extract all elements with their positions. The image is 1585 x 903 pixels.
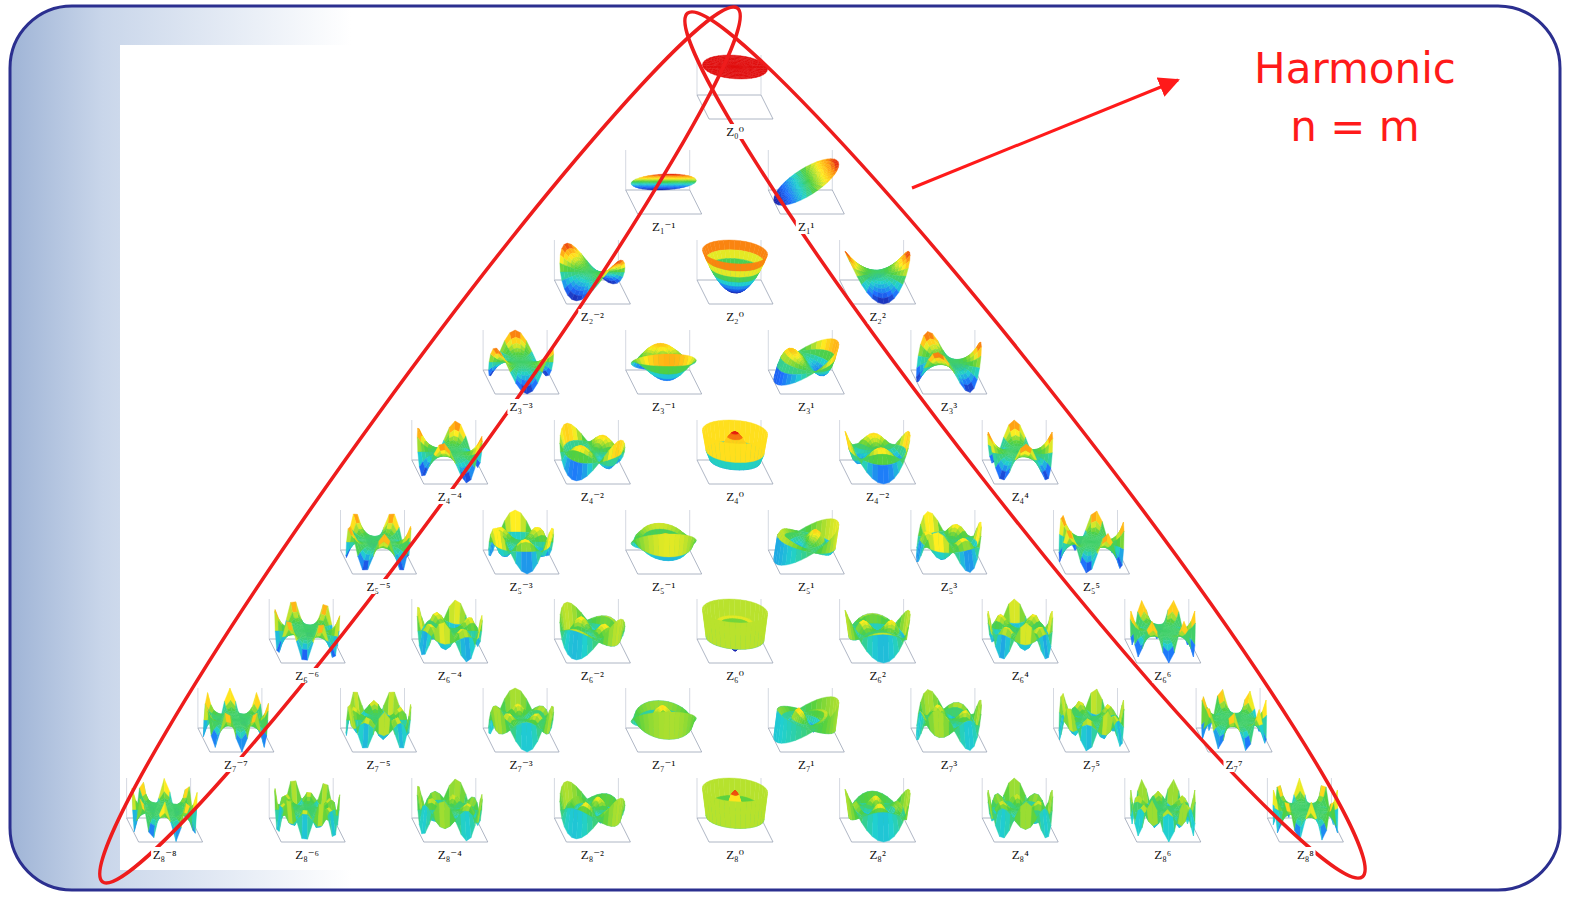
- stage: Harmonic n = mZ₀⁰Z₁⁻¹Z₁¹Z₂⁻²Z₂⁰Z₂²Z₃⁻³Z₃…: [0, 0, 1585, 903]
